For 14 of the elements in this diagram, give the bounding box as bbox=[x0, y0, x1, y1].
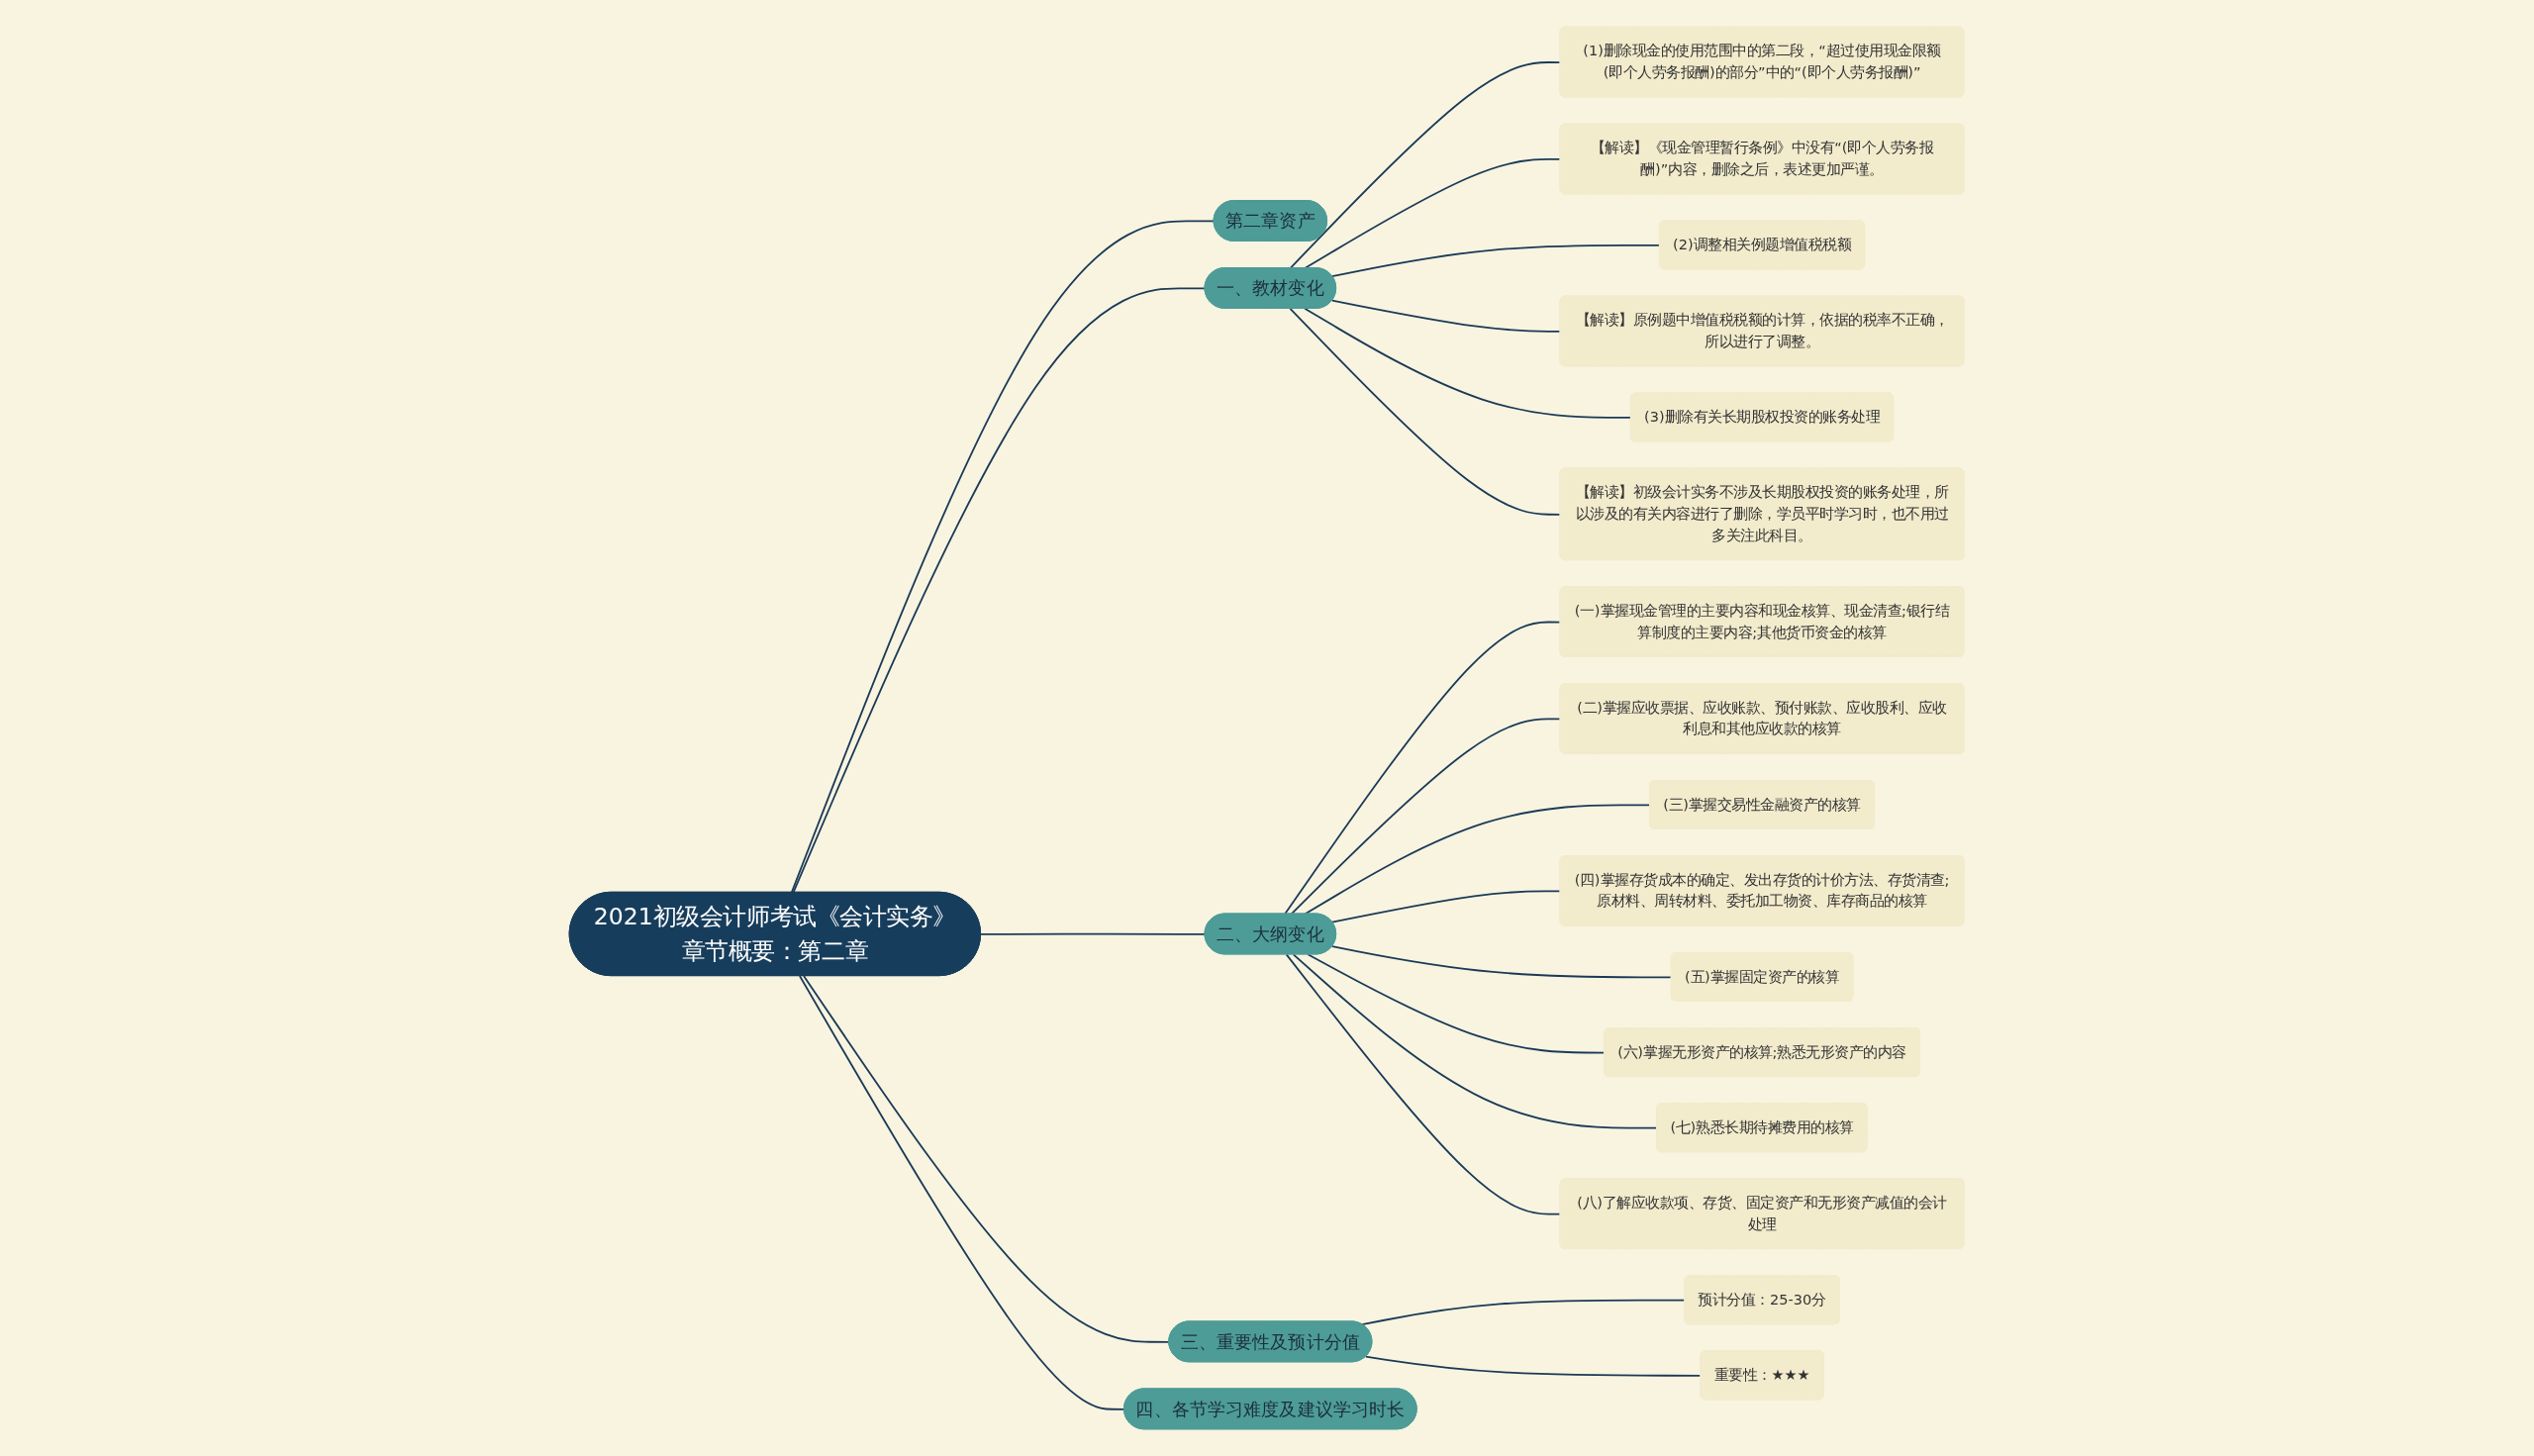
connector bbox=[1361, 1299, 1687, 1326]
connector bbox=[803, 975, 1171, 1343]
connector bbox=[1293, 953, 1659, 1129]
connector bbox=[1284, 621, 1562, 916]
connector bbox=[1304, 157, 1562, 269]
connector bbox=[1289, 61, 1562, 269]
connector bbox=[980, 932, 1207, 935]
connector bbox=[1307, 953, 1607, 1054]
connector bbox=[1331, 890, 1562, 923]
connector bbox=[1365, 1355, 1703, 1377]
connector bbox=[1289, 307, 1562, 516]
connector bbox=[1286, 953, 1562, 1215]
connector bbox=[1290, 718, 1562, 916]
connector bbox=[1331, 299, 1562, 333]
